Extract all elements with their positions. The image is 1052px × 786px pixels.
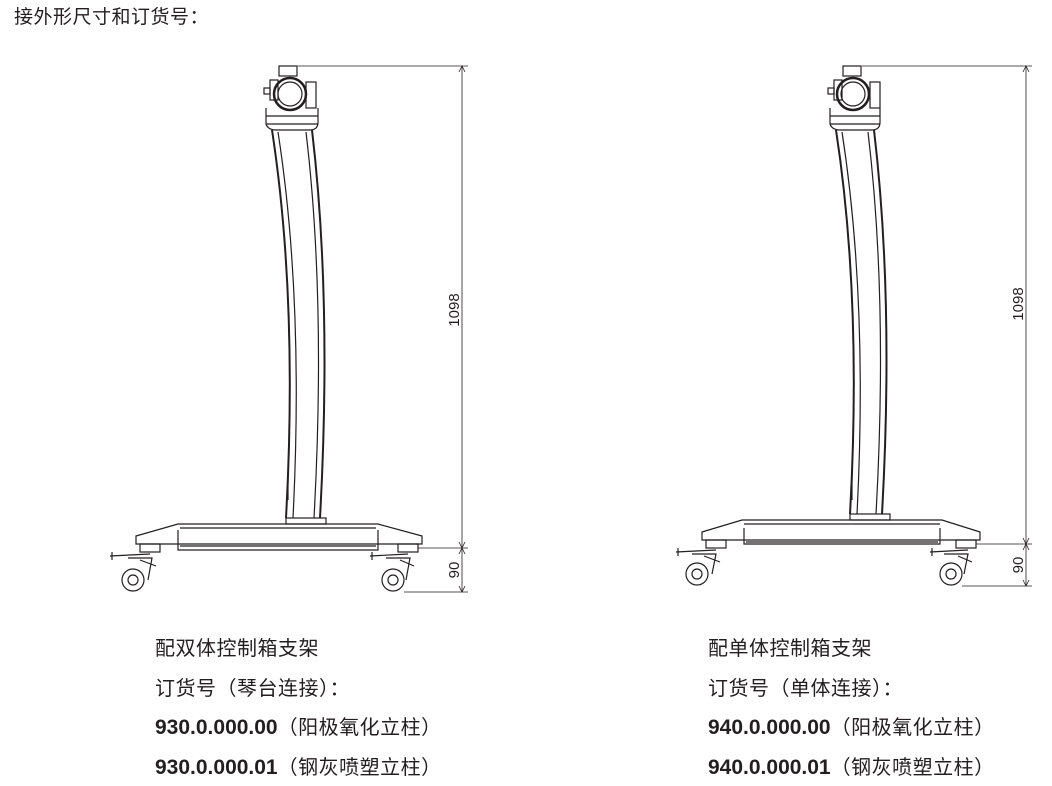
technical-drawings: 1098 90 [109, 65, 1032, 593]
order-code: 940.0.000.00 [708, 716, 831, 739]
base-dimension-left: 90 [446, 562, 463, 579]
order-label-single: 订货号（单体连接）： [708, 676, 903, 700]
order-desc: （阳极氧化立柱） [277, 715, 442, 739]
order-line: 940.0.000.01（钢灰喷塑立柱） [708, 755, 995, 780]
dimension-lines-left [298, 65, 468, 593]
stand-drawing-single [675, 65, 981, 586]
product-name-single: 配单体控制箱支架 [708, 636, 872, 660]
height-dimension-left: 1098 [446, 293, 463, 326]
order-code: 930.0.000.01 [155, 756, 278, 779]
order-line: 940.0.000.00（阳极氧化立柱） [708, 715, 995, 740]
dimension-lines-right [862, 65, 1032, 587]
order-desc: （阳极氧化立柱） [830, 715, 995, 739]
stand-drawing-double [109, 65, 423, 592]
order-line: 930.0.000.00（阳极氧化立柱） [155, 715, 442, 740]
order-code: 930.0.000.00 [155, 716, 278, 739]
product-name-double: 配双体控制箱支架 [155, 636, 319, 660]
height-dimension-right: 1098 [1010, 287, 1027, 320]
order-desc: （钢灰喷塑立柱） [277, 755, 442, 779]
order-label-double: 订货号（琴台连接）： [155, 676, 350, 700]
page-heading: 接外形尺寸和订货号： [14, 6, 210, 28]
order-line: 930.0.000.01（钢灰喷塑立柱） [155, 755, 442, 780]
order-desc: （钢灰喷塑立柱） [830, 755, 995, 779]
order-code: 940.0.000.01 [708, 756, 831, 779]
base-dimension-right: 90 [1010, 557, 1027, 574]
